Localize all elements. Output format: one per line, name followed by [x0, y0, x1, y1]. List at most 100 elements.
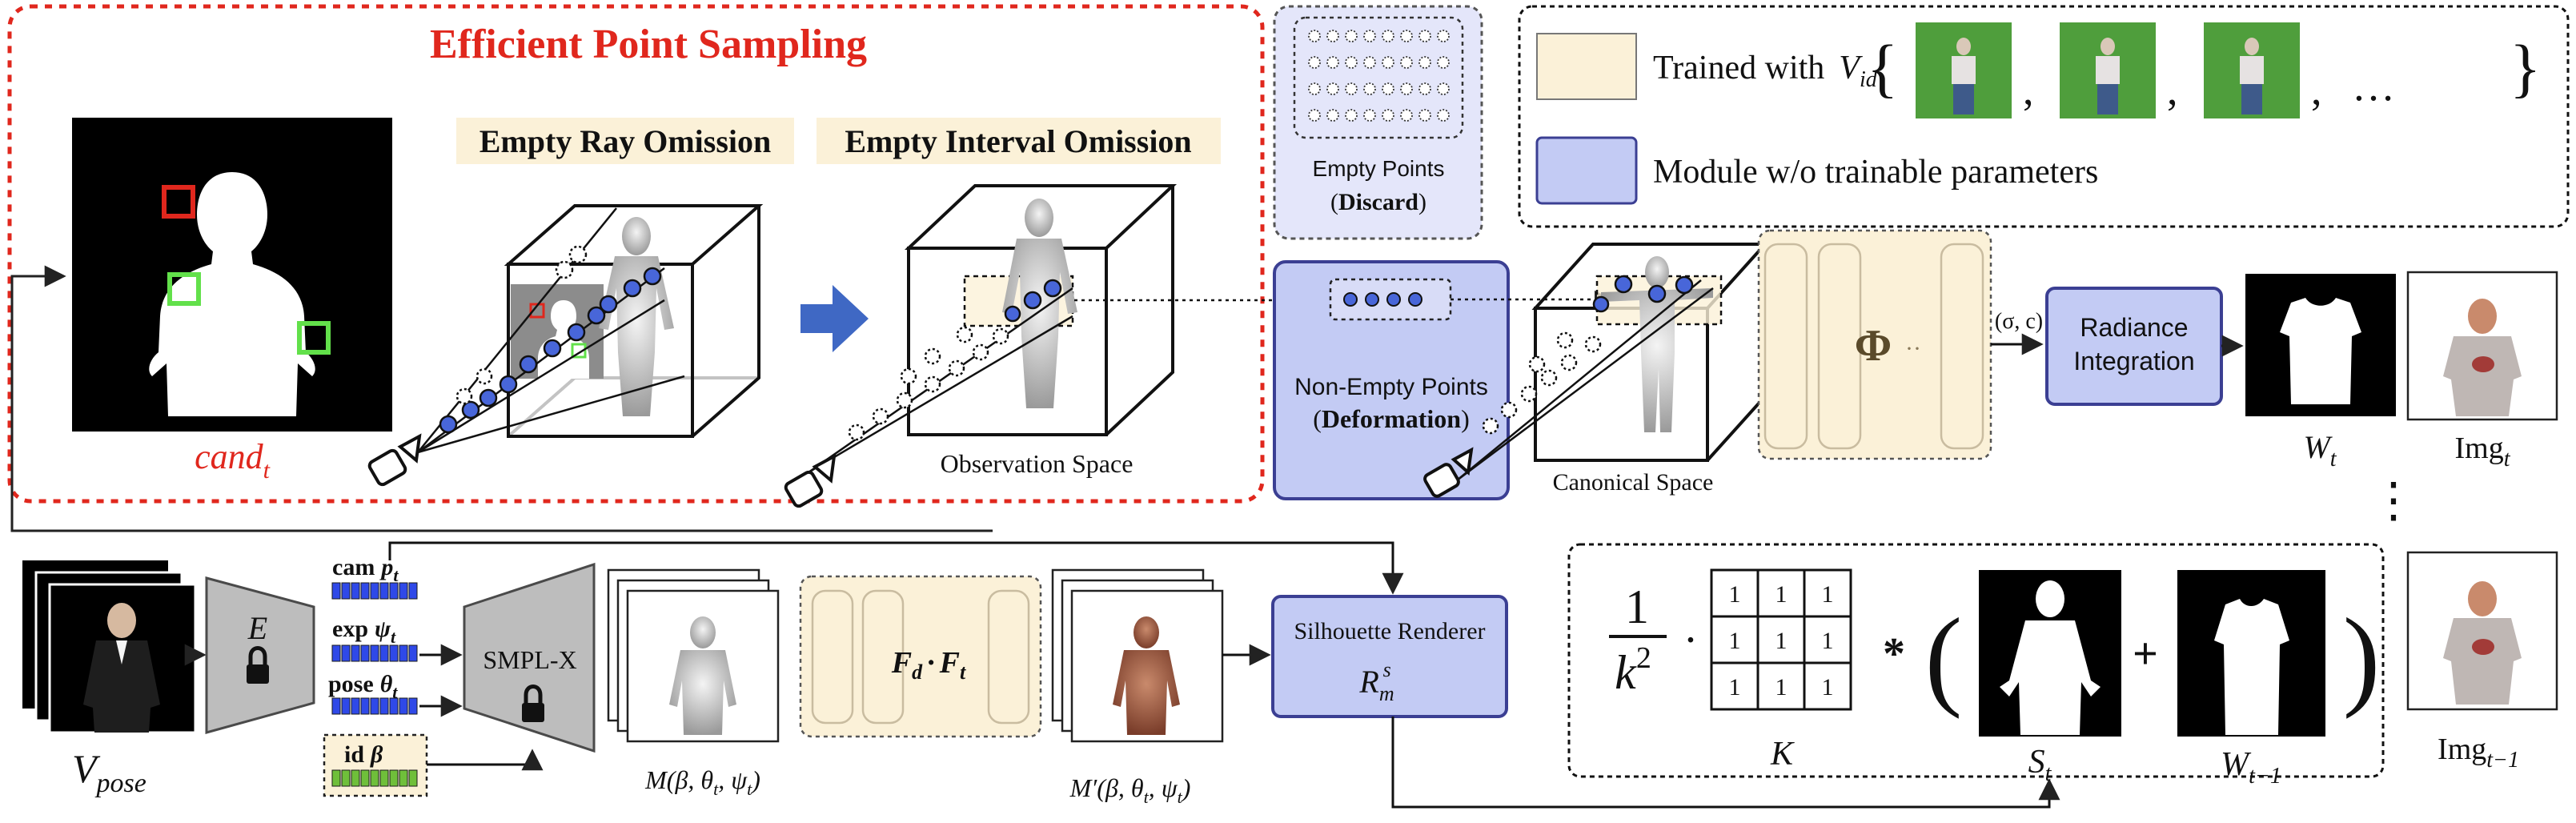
- comma-1: ,: [2023, 66, 2034, 114]
- empty-point: [1345, 82, 1358, 95]
- vector-cell: [389, 769, 399, 787]
- empty-point: [1308, 56, 1321, 69]
- deformation-label: (Deformation): [1313, 404, 1469, 433]
- silhouette-renderer-module: Silhouette Renderer Rms: [1271, 595, 1508, 718]
- empty-point: [1382, 56, 1394, 69]
- smplx-label: SMPL-X: [483, 645, 576, 674]
- radiance-label-2: Integration: [2073, 347, 2194, 375]
- vector-cell: [408, 769, 418, 787]
- empty-point: [1400, 56, 1413, 69]
- vector-cell: [379, 769, 389, 787]
- empty-points-grid: [1308, 30, 1450, 122]
- paren-open: (: [1925, 596, 1963, 720]
- vector-cell: [399, 582, 408, 600]
- kernel-cell: [1803, 615, 1852, 664]
- empty-point: [1363, 56, 1376, 69]
- vector-cell: [370, 697, 379, 715]
- vector-cell: [360, 582, 370, 600]
- empty-point: [1418, 82, 1431, 95]
- vector-cell: [351, 697, 360, 715]
- candidate-mask-image: [72, 118, 392, 432]
- kernel-value: 1: [1822, 628, 1834, 654]
- smplx-model: SMPL-X: [463, 562, 596, 753]
- renderer-to-st-arrow: [1391, 717, 2060, 809]
- kernel-cell: [1756, 615, 1806, 664]
- human-mesh-observation-1: [599, 217, 674, 416]
- v-pose-label: Vpose: [72, 746, 146, 798]
- block-arrow-icon: [800, 285, 869, 352]
- camera-icon: [784, 453, 837, 508]
- renderer-symbol: Rms: [1358, 658, 1394, 705]
- mesh-m-prime-label: M′(β, θt, ψt): [1069, 773, 1191, 807]
- empty-point: [1437, 30, 1450, 42]
- w-t-label: Wt: [2303, 429, 2337, 472]
- comma-3: ,: [2311, 66, 2322, 114]
- empty-point: [1400, 109, 1413, 122]
- convolution-symbol: *: [1883, 629, 1905, 679]
- camera-icon: [1423, 447, 1474, 498]
- id-to-smplx-arrow: [427, 749, 544, 771]
- cam-to-renderer-arrow: [388, 541, 1404, 595]
- empty-point: [1418, 109, 1431, 122]
- vector-cell: [360, 644, 370, 662]
- empty-point: [1345, 109, 1358, 122]
- frac-numerator: 1: [1625, 580, 1649, 633]
- vector-cell: [360, 697, 370, 715]
- radiance-label-1: Radiance: [2080, 313, 2188, 342]
- kernel-cell: [1756, 661, 1806, 711]
- training-frame-thumbnails: [1916, 22, 2300, 118]
- vector-cell: [379, 582, 389, 600]
- w-t-mask-image: [2245, 274, 2396, 416]
- vector-cell: [399, 697, 408, 715]
- empty-point: [1437, 56, 1450, 69]
- vector-cell: [331, 769, 341, 787]
- empty-point: [1308, 109, 1321, 122]
- kernel-value: 1: [1729, 674, 1741, 701]
- kernel-value: 1: [1729, 628, 1741, 654]
- sigma-c-label: (σ, c): [1995, 309, 2043, 334]
- kernel-cell: [1803, 568, 1852, 618]
- non-empty-points-module: Non-Empty Points (Deformation): [1273, 260, 1510, 500]
- rays-canonical: [1456, 279, 1714, 481]
- vector-cell: [351, 644, 360, 662]
- vector-cell: [389, 644, 399, 662]
- empty-point: [1345, 56, 1358, 69]
- vector-cell: [370, 769, 379, 787]
- sampling-title: Efficient Point Sampling: [430, 22, 867, 67]
- empty-ray-omission-label: Empty Ray Omission: [479, 123, 772, 159]
- cube-observation-space: [904, 184, 1178, 436]
- sample-points-cube-2: [848, 279, 1062, 441]
- empty-point: [1308, 82, 1321, 95]
- canonical-space-label: Canonical Space: [1553, 469, 1714, 496]
- vector-cell: [370, 644, 379, 662]
- kernel-cell: [1803, 661, 1852, 711]
- kernel-cell: [1710, 615, 1759, 664]
- kernel-label: K: [1770, 736, 1795, 773]
- sample-points-cube-1: [439, 245, 662, 434]
- human-mesh-canonical: [1601, 256, 1713, 432]
- w-prev-mask: [2177, 570, 2325, 737]
- discard-label: (Discard): [1330, 189, 1426, 215]
- vector-cell: [399, 644, 408, 662]
- encoder-e: E: [205, 576, 315, 734]
- kernel-value: 1: [1822, 674, 1834, 701]
- vector-cell: [351, 769, 360, 787]
- vector-cell: [370, 582, 379, 600]
- lock-icon: [247, 646, 269, 684]
- encoder-label: E: [247, 610, 267, 646]
- observation-space-label: Observation Space: [941, 449, 1134, 478]
- kernel-cell: [1710, 661, 1759, 711]
- mesh-m-stack: [607, 568, 780, 743]
- empty-point: [1326, 56, 1339, 69]
- vector-cell: [379, 644, 389, 662]
- silhouette-renderer-label: Silhouette Renderer: [1294, 618, 1485, 644]
- human-mesh-observation-2: [1002, 199, 1077, 408]
- vertical-dots: ⋮: [2369, 474, 2418, 527]
- lock-icon: [522, 684, 544, 722]
- s-t-silhouette: [1979, 570, 2121, 737]
